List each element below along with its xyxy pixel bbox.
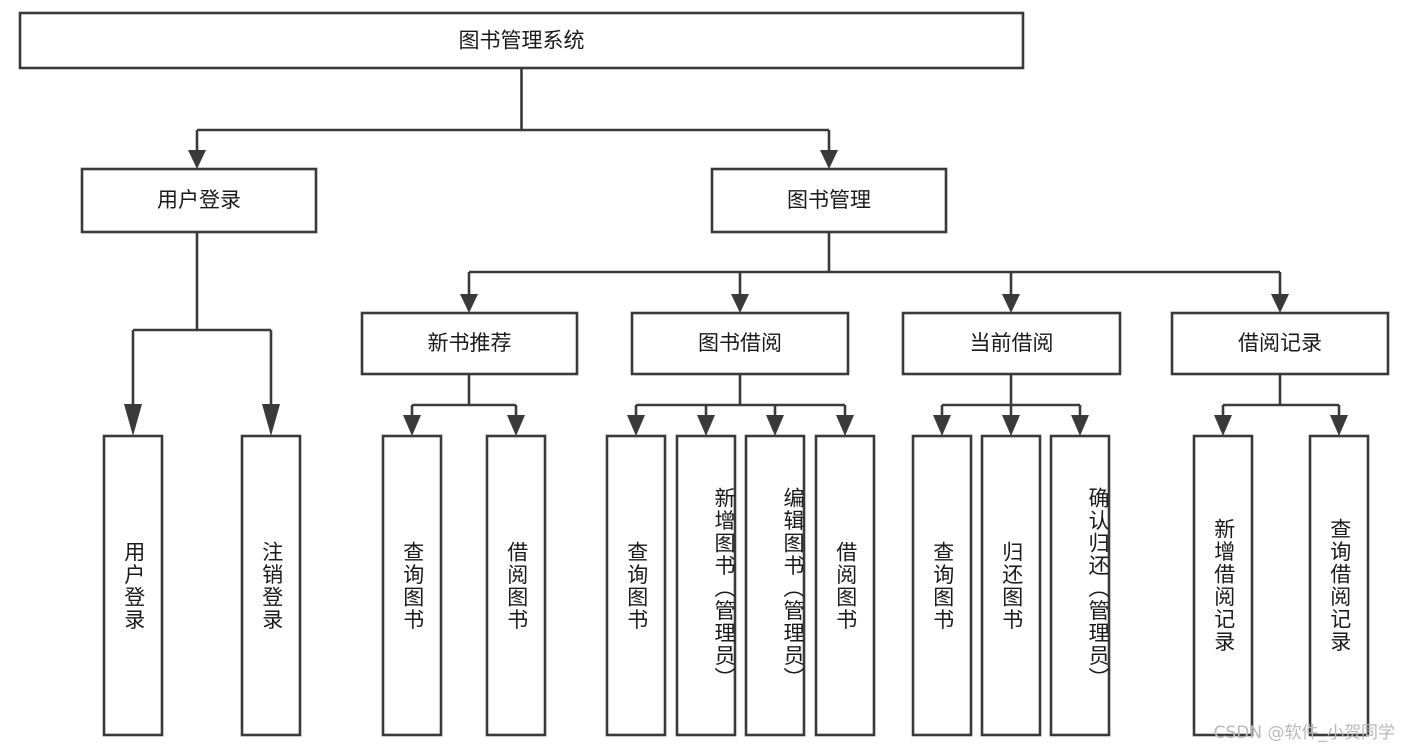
arrow-head-nbr-leaf-1 [403,415,421,436]
arrow-head-book-borrow [731,294,749,313]
node-box-leaf-bb-edit-book[interactable] [744,434,806,737]
node-label-new-book-recommend: 新书推荐 [428,331,512,355]
node-box-leaf-logout[interactable] [240,434,302,737]
arrow-head-leaf-logout [262,404,280,436]
node-box-leaf-nbr-borrow-book[interactable] [485,434,547,737]
connector-group-borrow-record [1214,374,1348,436]
connector-group-root [188,68,838,169]
node-box-leaf-cb-return-book[interactable] [980,434,1042,737]
arrow-head-bb-leaf-2 [697,415,715,436]
arrow-head-nbr-leaf-2 [507,415,525,436]
node-label-book-borrow: 图书借阅 [698,331,782,355]
arrow-head-br-leaf-2 [1330,415,1348,436]
node-box-book-management[interactable] [710,167,948,234]
node-box-leaf-bb-query-book[interactable] [605,434,667,737]
node-box-leaf-bb-borrow-book[interactable] [814,434,876,737]
node-box-borrow-record[interactable] [1170,311,1390,376]
connector-group-new-book-recommend [403,374,525,436]
arrow-head-br-leaf-1 [1214,415,1232,436]
arrow-head-bb-leaf-1 [627,415,645,436]
connector-group-user-login [124,232,280,436]
arrow-head-current-borrow [1002,294,1020,313]
connector-group-book-borrow [627,374,854,436]
arrow-head-cb-leaf-2 [1002,415,1020,436]
arrow-head-cb-leaf-3 [1071,415,1089,436]
arrow-head-new-book-recommend [460,294,478,313]
node-box-root[interactable] [18,11,1025,70]
node-box-leaf-br-query-record[interactable] [1308,434,1370,737]
arrow-head-book-mgmt [820,150,838,169]
node-box-new-book-recommend[interactable] [360,311,579,376]
node-box-user-login[interactable] [80,167,318,234]
arrow-head-leaf-user-login [124,404,142,436]
watermark-text: CSDN @软件_小贺同学 [1213,723,1395,743]
node-box-leaf-nbr-query-book[interactable] [381,434,443,737]
arrow-head-cb-leaf-1 [933,415,951,436]
node-box-current-borrow[interactable] [901,311,1122,376]
connector-group-current-borrow [933,374,1089,436]
node-label-root: 图书管理系统 [459,29,585,53]
arrow-head-user-login [188,150,206,169]
node-box-leaf-cb-confirm-return[interactable] [1049,434,1111,737]
arrow-head-bb-leaf-4 [836,415,854,436]
connector-group-book-mgmt [460,232,1289,313]
arrow-head-borrow-record [1271,294,1289,313]
node-box-leaf-bb-add-book[interactable] [675,434,737,737]
node-label-borrow-record: 借阅记录 [1238,331,1322,355]
node-label-user-login: 用户登录 [157,188,241,212]
node-label-book-management: 图书管理 [787,188,871,212]
arrow-head-bb-leaf-3 [766,415,784,436]
node-label-current-borrow: 当前借阅 [970,331,1054,355]
node-box-book-borrow[interactable] [630,311,850,376]
node-box-leaf-br-add-record[interactable] [1192,434,1254,737]
node-box-leaf-cb-query-book[interactable] [911,434,973,737]
node-box-leaf-user-login[interactable] [102,434,164,737]
